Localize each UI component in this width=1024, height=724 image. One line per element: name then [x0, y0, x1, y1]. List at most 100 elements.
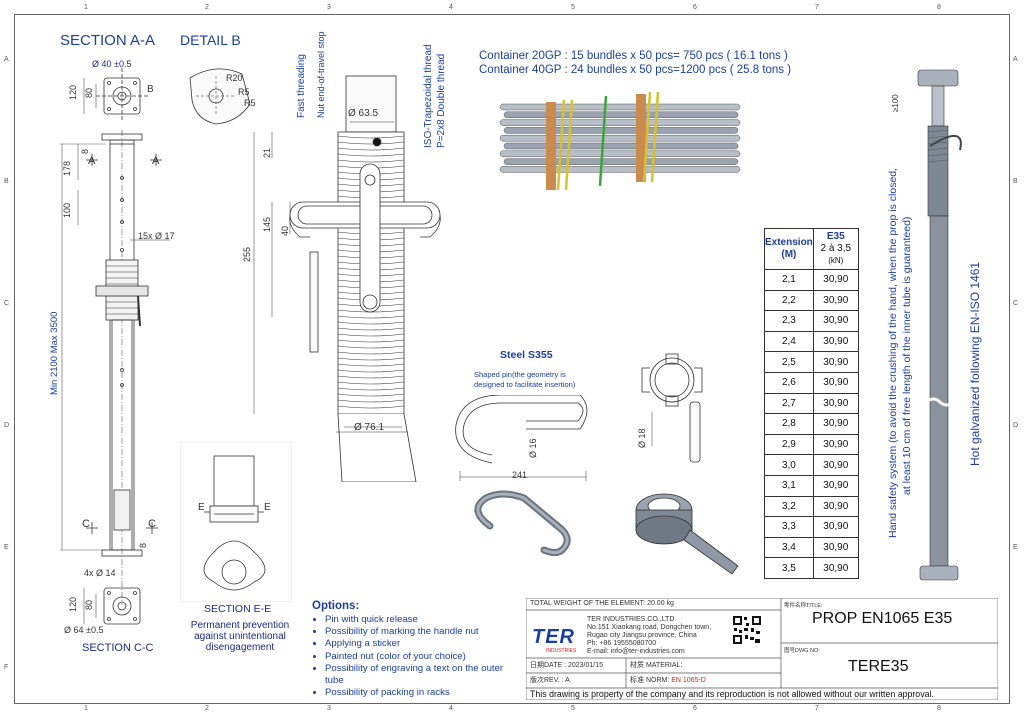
shaped-pin-note-1: Shaped pin(the geometry is	[474, 370, 566, 379]
drawing-norm: 标准 NORM: EN 1065-D	[630, 675, 706, 685]
zone-row: F	[4, 664, 9, 671]
load-cell: 30,90	[812, 413, 859, 435]
company-logo: TER	[532, 626, 575, 648]
zone-col: 6	[693, 705, 697, 712]
dim-120-top: 120	[68, 84, 78, 100]
thread-line	[337, 357, 405, 361]
section-ee-drawing	[180, 442, 292, 602]
dim-145: 145	[262, 216, 272, 232]
thread-line	[337, 375, 405, 379]
bundle-rod	[503, 111, 739, 119]
extension-cell: 3,5	[764, 557, 814, 579]
thread-line	[337, 387, 405, 391]
extension-cell: 3,4	[764, 536, 814, 559]
thread-line	[337, 339, 405, 343]
zone-col: 1	[84, 4, 88, 11]
dim-63-5: Ø 63.5	[348, 108, 379, 119]
dim-178: 178	[62, 160, 72, 176]
header-line: (M)	[781, 249, 797, 260]
thread-line	[337, 159, 405, 163]
options-title: Options:	[312, 600, 360, 612]
zone-row: E	[4, 544, 9, 551]
options-box: Options: Pin with quick release Possibil…	[312, 600, 524, 699]
dim-holes-bot: 4x Ø 14	[84, 568, 116, 578]
load-cell: 30,90	[812, 433, 859, 456]
extension-cell: 2,6	[764, 371, 814, 394]
extension-cell: 2,4	[764, 330, 814, 353]
section-ee-note-line: against unintentional	[194, 631, 286, 642]
drawing-material: 材质 MATERIAL:	[630, 662, 683, 669]
dim-120-bot: 120	[68, 596, 78, 612]
thread-line	[337, 147, 405, 151]
zone-col: 1	[84, 705, 88, 712]
extension-cell: 3,2	[764, 495, 814, 518]
diameter-icon: Ø	[92, 59, 102, 69]
load-cell: 30,90	[812, 495, 859, 518]
extension-cell: 2,2	[764, 289, 814, 312]
dim-r20: R20	[226, 73, 243, 83]
load-cell: 30,90	[812, 289, 859, 312]
bundle-rod	[499, 119, 741, 126]
dim-40: 40	[280, 225, 290, 236]
zone-row: C	[4, 300, 10, 307]
pin-drawing	[455, 395, 588, 481]
header-line: (kN)	[828, 256, 844, 265]
extension-cell: 2,9	[764, 433, 814, 456]
header-line: E35	[826, 231, 845, 242]
header-line: Extension	[765, 237, 813, 248]
header-line: 2 à 3,5	[820, 243, 852, 254]
dwg-label: 图号DWG NO:	[784, 648, 820, 654]
zone-col: 4	[449, 705, 453, 712]
shaped-pin-note-2: designed to facilitate insertion)	[474, 380, 576, 389]
bundle-rod	[503, 158, 739, 165]
zone-col: 8	[937, 705, 941, 712]
dim-18: Ø 18	[637, 428, 647, 448]
company-phone: Ph: +86 19555080700	[587, 640, 657, 647]
zone-row: A	[1013, 56, 1018, 63]
options-list: Pin with quick release Possibility of ma…	[312, 614, 524, 699]
extension-cell: 2,5	[764, 351, 814, 373]
thread-line	[337, 381, 405, 385]
option-item: Pin with quick release	[325, 614, 524, 626]
dim-16: Ø 16	[528, 438, 538, 458]
section-ee-note-line: Permanent prevention	[190, 620, 290, 631]
qr-code-icon	[732, 615, 762, 645]
bundle-rod	[499, 103, 741, 111]
load-cell: 30,90	[812, 536, 859, 559]
dim-r5a: R5	[238, 87, 250, 97]
zone-col: 5	[571, 705, 575, 712]
thread-line	[337, 333, 405, 337]
zone-row: E	[1013, 544, 1018, 551]
drawing-frame	[14, 14, 1010, 704]
section-mark-c-right: C	[148, 518, 156, 530]
extension-cell: 2,8	[764, 413, 814, 435]
nut-3d-image	[635, 493, 739, 575]
thread-line	[337, 153, 405, 157]
dim-plate-bot: Ø 64 ±0.5	[64, 625, 104, 635]
zone-row: B	[1013, 178, 1018, 185]
extension-cell: 2,7	[764, 392, 814, 415]
dim-80-top: 80	[84, 87, 94, 98]
section-mark-e-right: E	[264, 502, 271, 513]
dim-plate-top: Ø 40 ±0.5	[92, 59, 131, 69]
zone-col: 7	[815, 4, 819, 11]
bundle-rod	[503, 127, 739, 134]
load-cell: 30,90	[812, 269, 859, 291]
norm-value: EN 1065-D	[671, 677, 706, 684]
load-cell: 30,90	[812, 392, 859, 415]
thread-line	[337, 399, 405, 403]
zone-col: 7	[815, 705, 819, 712]
dim-76-1: Ø 76.1	[354, 422, 385, 433]
dim-241: 241	[512, 470, 528, 480]
norm-label: 标准 NORM:	[630, 677, 670, 684]
pin-3d-image	[474, 490, 571, 557]
